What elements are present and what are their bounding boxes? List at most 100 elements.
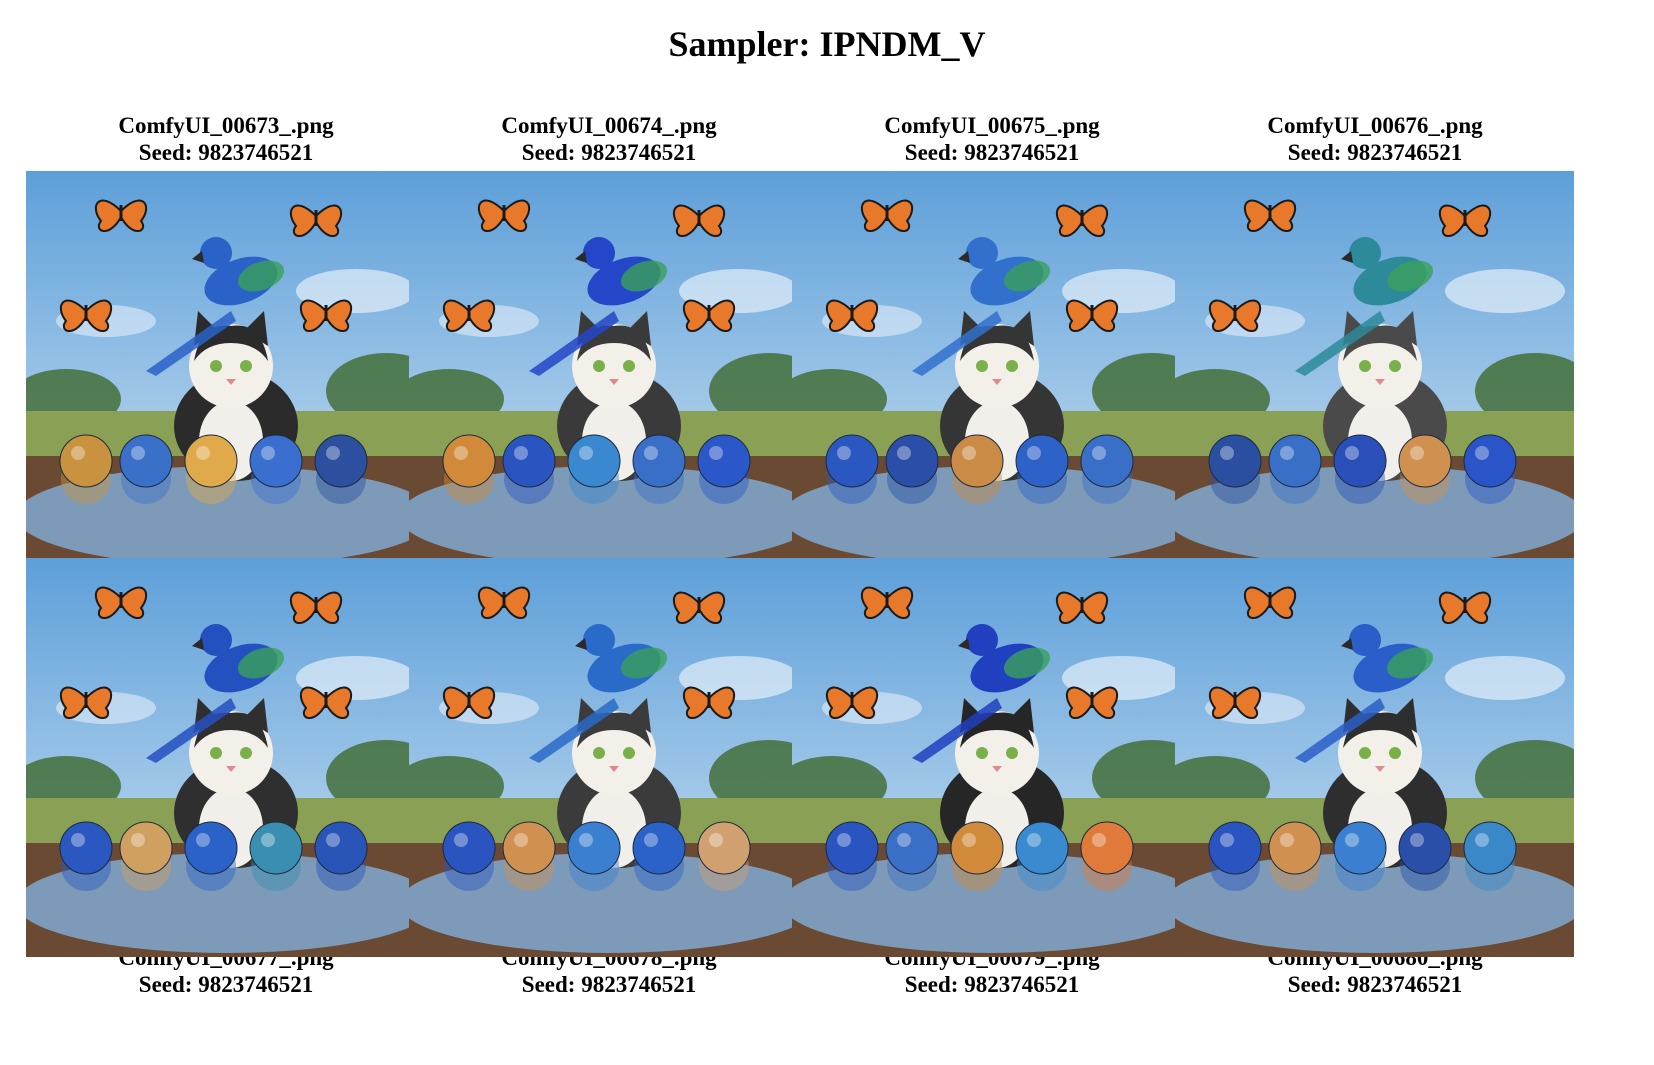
parrot-beak xyxy=(958,251,970,263)
cat-eye xyxy=(1359,360,1371,372)
marble xyxy=(567,434,621,488)
marble-highlight xyxy=(709,833,723,847)
marble-highlight xyxy=(1092,833,1106,847)
butterfly xyxy=(1438,204,1492,237)
butterfly xyxy=(289,204,343,237)
parrot-tail xyxy=(1295,311,1385,376)
image-filename: ComfyUI_00675_.png xyxy=(884,113,1100,138)
butterfly xyxy=(1243,199,1297,232)
marble xyxy=(825,821,879,875)
cat-eye xyxy=(240,747,252,759)
parrot-wing xyxy=(1003,260,1051,292)
image-tile xyxy=(1175,558,1574,957)
page-title: Sampler: IPNDM_V xyxy=(668,24,986,64)
parrot-tail xyxy=(146,311,236,376)
parrot-wing xyxy=(1386,260,1434,292)
butterfly xyxy=(1055,591,1109,624)
marble xyxy=(314,434,368,488)
parrot-tail xyxy=(1295,698,1385,763)
parrot-head xyxy=(200,624,232,656)
butterfly xyxy=(477,199,531,232)
parrot-wing xyxy=(237,647,285,679)
puddle xyxy=(26,466,425,566)
marble xyxy=(697,434,751,488)
cat-eye xyxy=(1359,747,1371,759)
marble xyxy=(249,434,303,488)
puddle xyxy=(1175,853,1574,953)
butterfly xyxy=(1065,299,1119,332)
marble-highlight xyxy=(1027,446,1041,460)
marble xyxy=(314,821,368,875)
marble-highlight xyxy=(1475,446,1489,460)
cat-eye xyxy=(623,747,635,759)
cat-ear xyxy=(1393,311,1417,346)
parrot-tail xyxy=(912,311,1002,376)
puddle xyxy=(409,466,808,566)
cat-eye xyxy=(976,360,988,372)
marble-highlight xyxy=(1220,833,1234,847)
marble xyxy=(184,434,238,488)
butterfly xyxy=(1438,591,1492,624)
cat-nose xyxy=(609,379,619,385)
cat-eye xyxy=(1389,360,1401,372)
marble xyxy=(1208,434,1262,488)
cat-ear xyxy=(1010,311,1034,346)
butterfly xyxy=(1208,686,1262,719)
image-tile xyxy=(26,171,425,570)
cat-nose xyxy=(609,766,619,772)
parrot-tail xyxy=(146,698,236,763)
image-tile xyxy=(1175,171,1574,570)
image-seed: Seed: 9823746521 xyxy=(1287,140,1463,165)
marble-highlight xyxy=(837,446,851,460)
puddle xyxy=(26,853,425,953)
image-seed: Seed: 9823746521 xyxy=(138,972,314,997)
butterfly xyxy=(1208,299,1262,332)
marble xyxy=(1463,434,1517,488)
cat-nose xyxy=(992,766,1002,772)
trees xyxy=(1475,740,1574,816)
cloud xyxy=(1445,656,1565,700)
marble xyxy=(950,434,1004,488)
butterfly xyxy=(442,299,496,332)
parrot-tail xyxy=(912,698,1002,763)
marble xyxy=(442,434,496,488)
butterfly xyxy=(1055,204,1109,237)
marble xyxy=(442,821,496,875)
puddle xyxy=(1175,466,1574,566)
marble xyxy=(1015,434,1069,488)
puddle xyxy=(792,853,1191,953)
marble-highlight xyxy=(644,446,658,460)
marble xyxy=(632,821,686,875)
cat-nose xyxy=(226,766,236,772)
butterfly xyxy=(682,299,736,332)
butterfly xyxy=(59,299,113,332)
cat-eye xyxy=(593,747,605,759)
marble xyxy=(1398,821,1452,875)
marble-highlight xyxy=(1345,833,1359,847)
marble-highlight xyxy=(196,446,210,460)
image-filename: ComfyUI_00674_.png xyxy=(501,113,717,138)
marble xyxy=(184,821,238,875)
parrot-beak xyxy=(192,638,204,650)
parrot-beak xyxy=(575,251,587,263)
butterfly xyxy=(672,204,726,237)
marble-highlight xyxy=(1280,446,1294,460)
marble-highlight xyxy=(1220,446,1234,460)
cat-ear xyxy=(244,311,268,346)
marble-highlight xyxy=(131,446,145,460)
marble-highlight xyxy=(1027,833,1041,847)
marble-highlight xyxy=(1410,833,1424,847)
parrot-beak xyxy=(958,638,970,650)
butterfly xyxy=(299,299,353,332)
marble-highlight xyxy=(326,833,340,847)
marble xyxy=(950,821,1004,875)
marble-highlight xyxy=(1345,446,1359,460)
butterfly xyxy=(94,586,148,619)
marble xyxy=(1015,821,1069,875)
marble xyxy=(1080,434,1134,488)
marble-highlight xyxy=(514,833,528,847)
butterfly xyxy=(860,586,914,619)
parrot-head xyxy=(583,237,615,269)
marble-highlight xyxy=(71,446,85,460)
